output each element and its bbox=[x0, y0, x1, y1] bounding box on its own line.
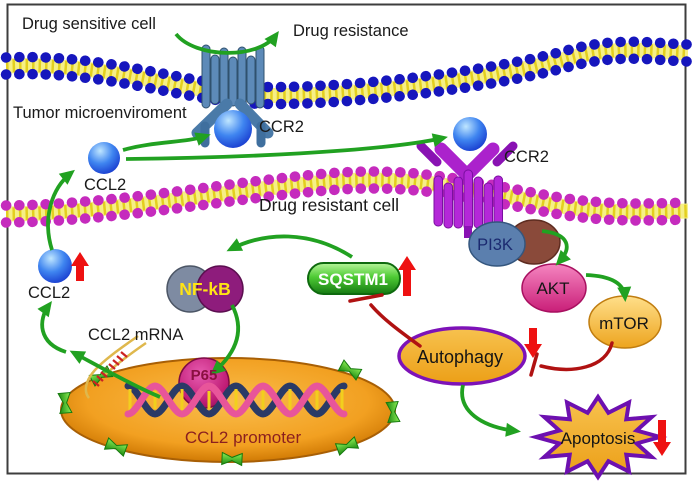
akt-node bbox=[521, 263, 587, 313]
arrow-ccl2-to-ccr2-bottom bbox=[125, 133, 448, 161]
arrow-drug-sensitive-to-resistance bbox=[174, 30, 279, 55]
label-tumor-microenvironment: Tumor microenviroment bbox=[13, 104, 187, 122]
label-sqstm1: SQSTM1 bbox=[318, 270, 388, 289]
label-ccr2-bottom: CCR2 bbox=[504, 148, 549, 166]
arrow-ccl2-secretion bbox=[46, 169, 75, 251]
arrow-nfkb-to-p65 bbox=[210, 304, 241, 376]
arrow-mrna-to-ccl2 bbox=[37, 300, 67, 354]
pi3k-blue-subunit bbox=[468, 221, 526, 267]
label-drug-resistance: Drug resistance bbox=[293, 22, 409, 40]
label-apoptosis: Apoptosis bbox=[561, 429, 636, 448]
autophagy-downregulated-arrow-icon bbox=[524, 328, 542, 358]
ccl2-upregulated-arrow-icon bbox=[71, 252, 89, 281]
arrow-akt-to-mtor bbox=[585, 273, 632, 302]
label-mtor: mTOR bbox=[599, 314, 649, 333]
label-ccl2-promoter: CCL2 promoter bbox=[185, 428, 302, 447]
ccr2-receptor-bottom bbox=[416, 117, 518, 238]
sqstm1-node bbox=[307, 262, 401, 295]
label-ccl2-mid: CCL2 bbox=[84, 176, 126, 194]
ccl2-cytoplasm-sphere bbox=[38, 249, 72, 283]
label-drug-resistant-cell: Drug resistant cell bbox=[259, 195, 399, 215]
arrow-pi3k-to-akt bbox=[541, 229, 571, 266]
ccl2-ligand-bound-bottom bbox=[453, 117, 487, 151]
arrow-sqstm1-to-nfkb bbox=[226, 234, 354, 259]
arrow-autophagy-to-apoptosis bbox=[460, 384, 521, 437]
ccl2-ligand-bound-top bbox=[214, 110, 252, 148]
label-drug-sensitive-cell: Drug sensitive cell bbox=[22, 15, 156, 33]
inhibition-mtor-to-autophagy bbox=[529, 341, 614, 377]
sqstm1-upregulated-arrow-icon bbox=[398, 256, 416, 296]
label-ccr2-top: CCR2 bbox=[259, 118, 304, 136]
label-autophagy: Autophagy bbox=[417, 347, 503, 367]
apoptosis-node bbox=[528, 393, 668, 481]
label-p65: P65 bbox=[191, 367, 218, 384]
ccl2-secreted-sphere bbox=[88, 142, 120, 174]
arrow-nucleus-to-mrna bbox=[69, 350, 161, 399]
autophagy-node bbox=[397, 326, 527, 386]
nfkb-node bbox=[166, 265, 244, 313]
arrow-ccl2-to-ccr2-top bbox=[122, 132, 211, 152]
inhibition-autophagy-to-sqstm1 bbox=[348, 293, 422, 348]
label-ccl2-low: CCL2 bbox=[28, 284, 70, 302]
label-akt: AKT bbox=[536, 279, 569, 298]
label-pi3k: PI3K bbox=[477, 236, 513, 254]
ccr2-receptor-top bbox=[191, 44, 274, 148]
label-ccl2-mrna: CCL2 mRNA bbox=[88, 326, 183, 344]
apoptosis-downregulated-arrow-icon bbox=[653, 420, 671, 456]
label-nfkb: NF-kB bbox=[179, 279, 231, 299]
